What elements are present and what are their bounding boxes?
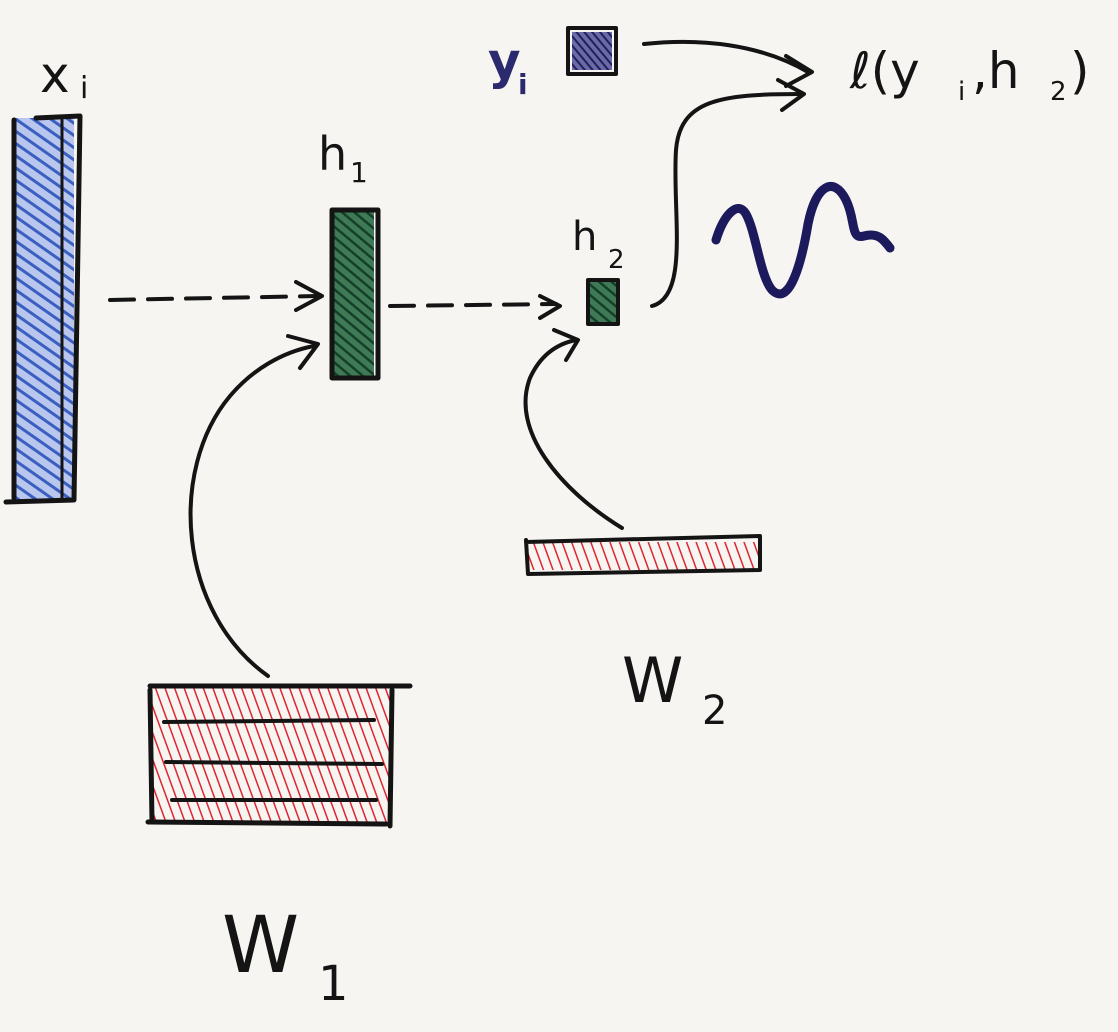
w1-row-line-1: [162, 718, 376, 724]
w1-left-edge: [147, 687, 155, 825]
w1-right-edge: [387, 687, 395, 829]
loss-open: ℓ(y: [849, 42, 920, 100]
arrow-h2-to-loss: [650, 78, 806, 308]
label-w2-subscript: 2: [702, 688, 727, 734]
arrow-w1-to-h1: [188, 334, 320, 678]
w2-body: [528, 542, 760, 570]
loss-expression: ℓ(y i ,h 2 ): [849, 42, 1090, 107]
input-vector-outline: [3, 113, 83, 505]
loss-subscript-2: 2: [1050, 77, 1067, 107]
hidden-h1-body: [334, 212, 374, 376]
input-vector-x: [3, 113, 83, 505]
target-y: [566, 26, 618, 76]
hidden-h2-body: [590, 282, 616, 322]
label-h2-subscript: 2: [608, 245, 625, 275]
loss-subscript-i: i: [958, 77, 965, 107]
target-y-body: [572, 32, 612, 70]
arrow-w2-to-h2: [523, 328, 624, 530]
squiggle-icon: [711, 182, 895, 299]
arrow-h1-to-h2: [388, 294, 562, 320]
w1-row-line-2: [164, 760, 384, 766]
hidden-h1-outline: [329, 207, 381, 381]
w1-body: [152, 688, 392, 824]
label-w1: W: [222, 901, 299, 991]
label-y: y: [488, 32, 521, 90]
input-vector-body: [14, 118, 74, 500]
w2-outline: [524, 534, 762, 576]
arrow-y-to-loss: [642, 39, 814, 88]
arrow-x-to-h1: [108, 280, 324, 312]
label-w2: W: [622, 644, 683, 717]
target-y-outline: [566, 26, 618, 76]
hidden-vector-h2: [586, 278, 620, 326]
label-h1: h: [318, 127, 347, 181]
loss-middle: ,h: [972, 42, 1020, 100]
label-w1-subscript: 1: [318, 956, 349, 1012]
label-x: x: [40, 46, 70, 104]
label-x-subscript: i: [80, 71, 88, 106]
label-y-subscript: i: [518, 68, 528, 101]
label-h1-subscript: 1: [350, 156, 368, 189]
loss-close: ): [1070, 42, 1090, 100]
w1-bottom-edge: [145, 819, 389, 827]
hidden-h2-outline: [586, 278, 620, 326]
weight-matrix-w1: [145, 683, 413, 829]
label-h2: h: [572, 214, 597, 260]
hidden-vector-h1: [329, 207, 381, 381]
weight-vector-w2: [524, 534, 762, 576]
